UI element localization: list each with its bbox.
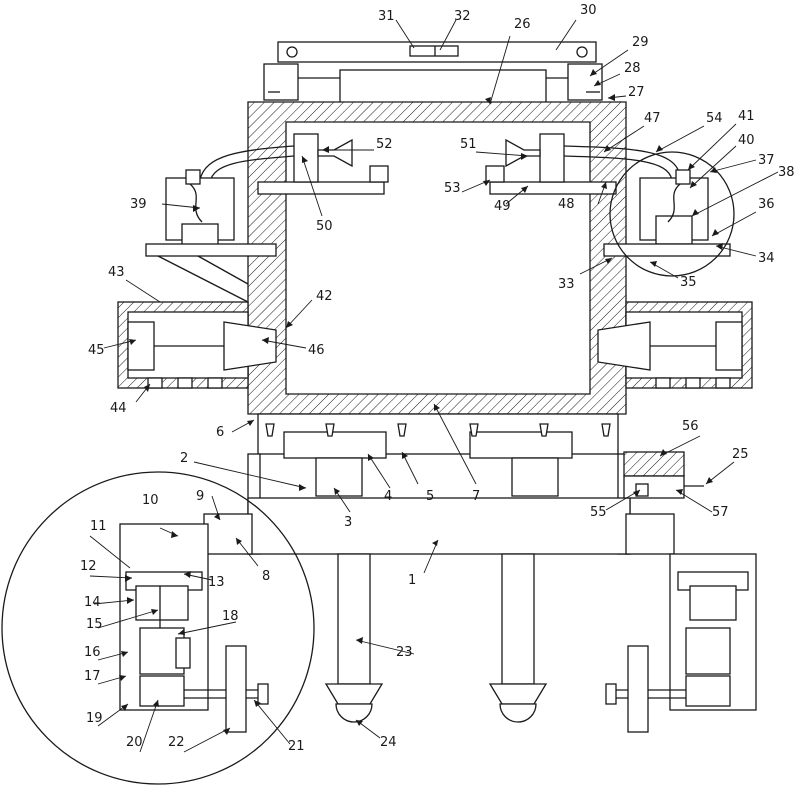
label-10: 10 bbox=[142, 493, 159, 508]
label-45: 45 bbox=[88, 343, 105, 358]
label-57: 57 bbox=[712, 505, 729, 520]
label-42: 42 bbox=[316, 289, 333, 304]
label-37: 37 bbox=[758, 153, 775, 168]
label-33: 33 bbox=[558, 277, 575, 292]
label-56: 56 bbox=[682, 419, 699, 434]
label-14: 14 bbox=[84, 595, 101, 610]
label-40: 40 bbox=[738, 133, 755, 148]
sensor-box bbox=[623, 451, 704, 499]
label-11: 11 bbox=[90, 519, 107, 534]
hose-lines bbox=[199, 145, 681, 183]
right-wheel-assembly bbox=[605, 553, 757, 733]
label-27: 27 bbox=[628, 85, 645, 100]
label-54: 54 bbox=[706, 111, 723, 126]
left-side-cylinder bbox=[117, 301, 277, 389]
label-46: 46 bbox=[308, 343, 325, 358]
label-1: 1 bbox=[408, 573, 416, 588]
label-51: 51 bbox=[460, 137, 477, 152]
right-side-cylinder bbox=[597, 301, 753, 389]
label-29: 29 bbox=[632, 35, 649, 50]
label-3: 3 bbox=[344, 515, 352, 530]
label-34: 34 bbox=[758, 251, 775, 266]
label-26: 26 bbox=[514, 17, 531, 32]
support-legs bbox=[324, 553, 548, 723]
label-6: 6 bbox=[216, 425, 224, 440]
label-43: 43 bbox=[108, 265, 125, 280]
label-15: 15 bbox=[86, 617, 103, 632]
left-pump-unit bbox=[145, 169, 277, 303]
label-47: 47 bbox=[644, 111, 661, 126]
label-53: 53 bbox=[444, 181, 461, 196]
right-pump-unit bbox=[603, 151, 735, 277]
label-38: 38 bbox=[778, 165, 795, 180]
label-13: 13 bbox=[208, 575, 225, 590]
label-18: 18 bbox=[222, 609, 239, 624]
left-wheel-assembly bbox=[1, 471, 315, 785]
base-frame bbox=[203, 453, 675, 555]
label-36: 36 bbox=[758, 197, 775, 212]
label-35: 35 bbox=[680, 275, 697, 290]
label-9: 9 bbox=[196, 489, 204, 504]
label-24: 24 bbox=[380, 735, 397, 750]
label-12: 12 bbox=[80, 559, 97, 574]
label-16: 16 bbox=[84, 645, 101, 660]
label-8: 8 bbox=[262, 569, 270, 584]
label-41: 41 bbox=[738, 109, 755, 124]
callouts: 1 2 3 4 5 6 7 8 9 10 11 12 13 14 15 16 1… bbox=[80, 3, 795, 754]
label-44: 44 bbox=[110, 401, 127, 416]
label-30: 30 bbox=[580, 3, 597, 18]
top-cover-assembly bbox=[263, 41, 603, 107]
label-48: 48 bbox=[558, 197, 575, 212]
label-39: 39 bbox=[130, 197, 147, 212]
label-4: 4 bbox=[384, 489, 392, 504]
label-49: 49 bbox=[494, 199, 511, 214]
label-2: 2 bbox=[180, 451, 188, 466]
label-32: 32 bbox=[454, 9, 471, 24]
label-7: 7 bbox=[472, 489, 480, 504]
label-55: 55 bbox=[590, 505, 607, 520]
label-17: 17 bbox=[84, 669, 101, 684]
label-19: 19 bbox=[86, 711, 103, 726]
label-5: 5 bbox=[426, 489, 434, 504]
label-23: 23 bbox=[396, 645, 413, 660]
label-31: 31 bbox=[378, 9, 395, 24]
label-28: 28 bbox=[624, 61, 641, 76]
label-20: 20 bbox=[126, 735, 143, 750]
label-25: 25 bbox=[732, 447, 749, 462]
bottom-distributor bbox=[257, 413, 619, 497]
label-22: 22 bbox=[168, 735, 185, 750]
label-21: 21 bbox=[288, 739, 305, 754]
label-52: 52 bbox=[376, 137, 393, 152]
label-50: 50 bbox=[316, 219, 333, 234]
